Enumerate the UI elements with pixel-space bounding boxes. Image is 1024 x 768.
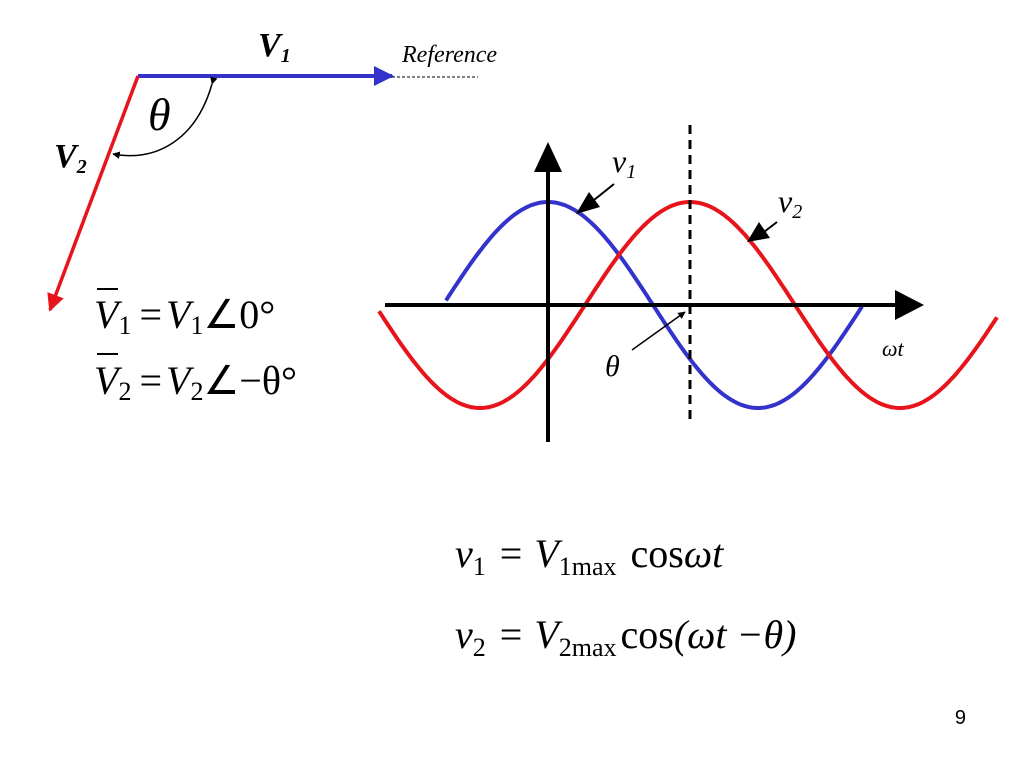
v1-pointer-head bbox=[576, 192, 600, 214]
angle-theta-label: θ bbox=[148, 89, 171, 140]
v2-wave-label: v2 bbox=[778, 183, 802, 223]
theta-pointer-line bbox=[631, 311, 686, 351]
phasor-v2-label: V2 bbox=[54, 138, 87, 178]
equation-text: V1=V1∠0° bbox=[94, 292, 275, 340]
v2-pointer-head bbox=[747, 222, 770, 242]
phasor-v2-arrow bbox=[47, 75, 140, 312]
v2-pointer-line bbox=[763, 221, 778, 233]
phasor-v1-label: V1 bbox=[258, 27, 291, 67]
v1-pointer-line bbox=[593, 183, 615, 201]
waveform-diagram: v1 v2 θ ωt bbox=[377, 125, 999, 442]
page-number: 9 bbox=[954, 707, 966, 729]
phasor-diagram: V1 Reference θ V2 bbox=[47, 27, 497, 312]
time-axis-label: ωt bbox=[882, 336, 905, 361]
v2-waveform bbox=[377, 200, 999, 410]
vertical-axis-arrowhead bbox=[534, 142, 562, 172]
reference-label: Reference bbox=[401, 42, 497, 68]
phase-theta-label: θ bbox=[605, 350, 620, 383]
phasor-equation-1: V1=V1∠0° bbox=[94, 288, 275, 340]
phasor-equation-2: V2=V2∠−θ° bbox=[94, 353, 297, 406]
v1-wave-label: v1 bbox=[612, 143, 636, 183]
equation-text: V2=V2∠−θ° bbox=[94, 358, 297, 406]
time-axis-arrowhead bbox=[895, 290, 924, 320]
angle-arc bbox=[112, 76, 218, 159]
